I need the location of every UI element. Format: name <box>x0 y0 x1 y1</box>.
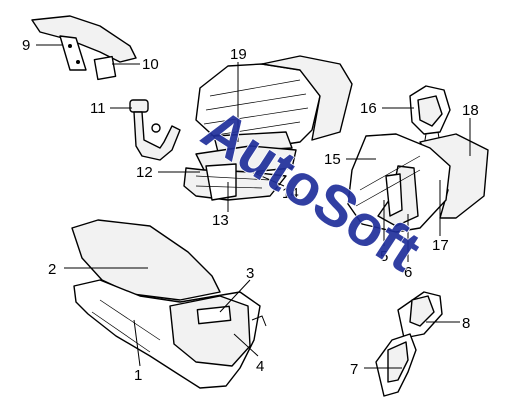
callout-17: 17 <box>432 237 449 254</box>
seat-base <box>73 279 267 389</box>
seat-cushion <box>71 219 221 301</box>
callout-14: 14 <box>282 185 299 202</box>
callout-7: 7 <box>350 361 358 378</box>
callout-labels: 9 10 11 19 12 13 14 15 16 18 17 5 6 2 3 … <box>22 37 479 384</box>
callout-12: 12 <box>136 164 153 181</box>
callout-4: 4 <box>256 358 264 375</box>
callout-10: 10 <box>142 56 159 73</box>
side-trim <box>375 291 443 397</box>
callout-19: 19 <box>230 46 247 63</box>
trim-panel-top-left <box>31 15 137 81</box>
callout-6: 6 <box>404 264 412 281</box>
callout-1: 1 <box>134 367 142 384</box>
callout-11: 11 <box>90 100 106 117</box>
callout-8: 8 <box>462 315 470 332</box>
leader-lines <box>36 44 471 369</box>
callout-13: 13 <box>212 212 229 229</box>
callout-16: 16 <box>360 100 377 117</box>
callout-9: 9 <box>22 37 30 54</box>
callout-2: 2 <box>48 261 56 278</box>
callout-15: 15 <box>324 151 341 168</box>
callout-3: 3 <box>246 265 254 282</box>
callout-5: 5 <box>380 248 388 265</box>
backrest-frame <box>195 55 353 153</box>
lever-assembly <box>129 99 181 161</box>
callout-18: 18 <box>462 102 479 119</box>
